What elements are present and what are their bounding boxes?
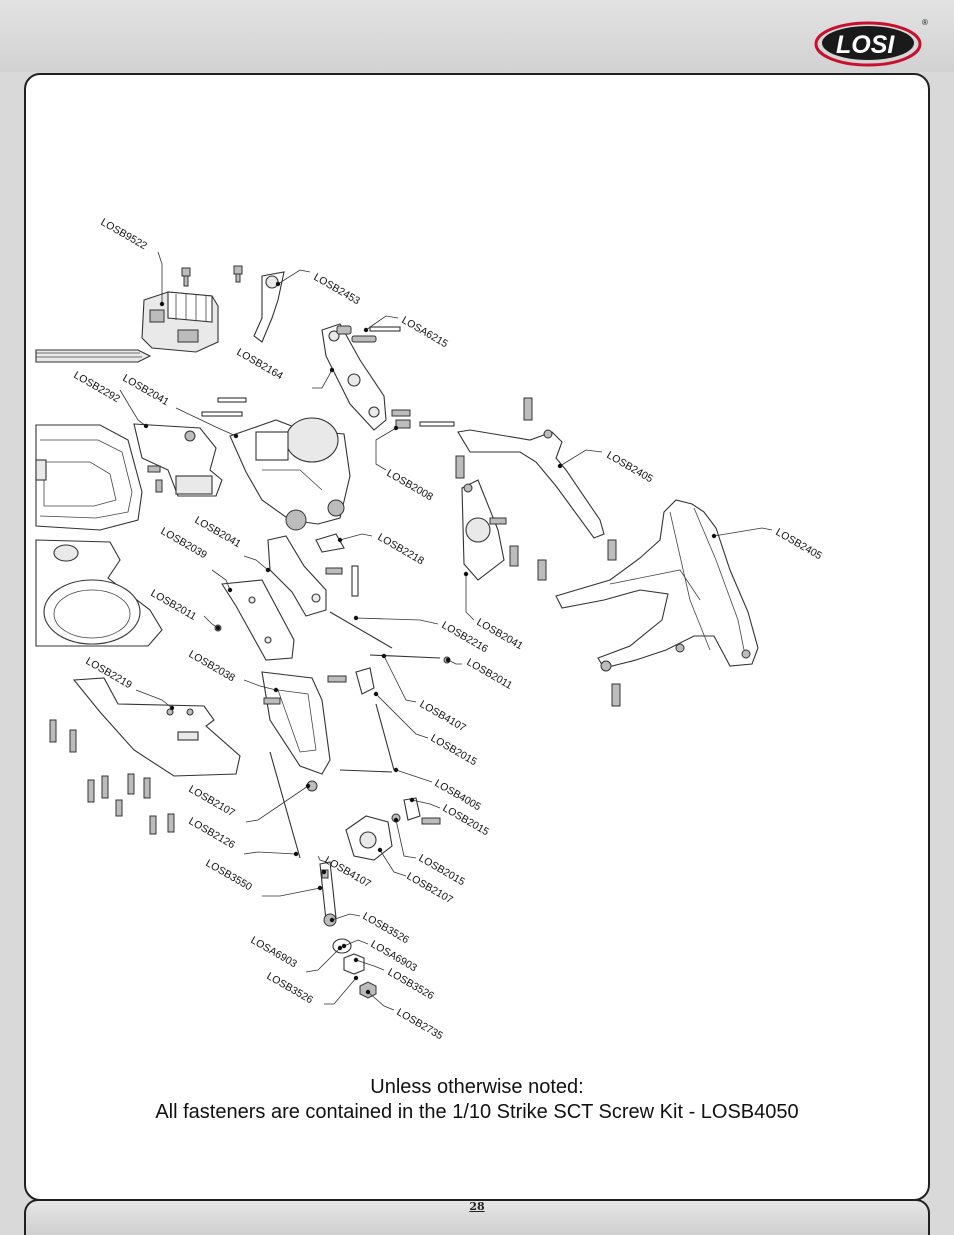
screw: [233, 265, 243, 283]
part-label: LOSB2453: [312, 271, 363, 307]
antenna-tube: [35, 349, 152, 363]
screw: [537, 559, 547, 581]
part-label: LOSB2107: [187, 783, 238, 819]
part-label: LOSB2164: [235, 346, 286, 382]
part-label: LOSB2011: [149, 587, 199, 623]
screw-long: [217, 397, 247, 403]
screw: [391, 409, 411, 417]
page-number: 28: [469, 1200, 485, 1213]
screw: [327, 675, 347, 683]
part-label: LOSB2405: [774, 526, 825, 562]
part-label: LOSA6903: [249, 934, 300, 970]
driveshaft: [269, 751, 301, 859]
camber-mount: [315, 533, 345, 553]
screw: [611, 683, 621, 707]
parts-artwork: [35, 265, 759, 999]
screw: [421, 817, 441, 825]
leader-lines: [119, 251, 773, 1011]
screw-long: [201, 411, 243, 417]
part-label: LOSB9522: [99, 216, 150, 252]
chassis-tub: [35, 424, 143, 531]
rear-hinge-plate: [72, 677, 241, 777]
screw: [127, 773, 135, 795]
screw: [523, 397, 533, 421]
screw: [509, 545, 519, 567]
turnbuckle: [339, 769, 393, 773]
note-line-1: Unless otherwise noted:: [370, 1076, 584, 1098]
wheel-hex: [343, 953, 365, 975]
part-label: LOSB2008: [385, 467, 436, 503]
part-label: LOSB3550: [204, 857, 255, 893]
part-label: LOSB3526: [265, 970, 316, 1006]
rod-end: [355, 667, 375, 695]
part-label: LOSA6215: [400, 314, 451, 350]
part-label: LOSB4107: [418, 698, 469, 734]
transmission-assembly: [229, 417, 351, 531]
part-label: LOSB2015: [429, 732, 480, 768]
diagram-sheet: [24, 73, 930, 1201]
screw: [49, 719, 57, 743]
pin: [351, 565, 359, 597]
screw: [143, 777, 151, 799]
screw: [167, 813, 175, 833]
servo-saver: [253, 271, 285, 343]
part-label: LOSB3526: [361, 910, 412, 946]
screw: [101, 775, 109, 799]
hinge-pin: [369, 654, 441, 659]
part-label: LOSB2015: [441, 802, 492, 838]
top-band: [0, 0, 954, 72]
screw-long: [369, 326, 401, 332]
registered-mark: ®: [922, 18, 928, 27]
screw: [69, 729, 77, 753]
part-label: LOSB2011: [465, 656, 515, 692]
bottom-band: [24, 1199, 930, 1235]
note-line-2: All fasteners are contained in the 1/10 …: [155, 1101, 799, 1123]
losi-logo: LOSI ®: [814, 18, 928, 67]
screw: [181, 267, 191, 287]
rear-bumper-upper: [457, 429, 605, 539]
skid-plate: [221, 579, 295, 661]
screw: [263, 697, 281, 705]
hinge-pin: [329, 611, 393, 649]
screw: [489, 517, 507, 525]
part-label: LOSB2218: [376, 531, 427, 567]
screw: [455, 455, 465, 479]
part-label: LOSB2039: [159, 525, 210, 561]
screw: [325, 567, 343, 575]
part-label: LOSB2735: [395, 1006, 446, 1042]
part-label: LOSB2405: [605, 449, 656, 485]
screw: [149, 815, 157, 835]
spacer: [336, 325, 352, 335]
spacer: [351, 335, 377, 343]
rear-bumper-lower: [555, 499, 759, 669]
part-label: LOSB2126: [187, 815, 238, 851]
part-label: LOSB2292: [72, 369, 123, 405]
logo-wordmark: LOSI: [836, 31, 895, 59]
spacer: [395, 419, 411, 429]
pin: [419, 421, 455, 427]
arm-mount: [267, 535, 327, 617]
part-label: LOSB2038: [187, 648, 238, 684]
screw: [87, 779, 95, 803]
screw: [115, 799, 123, 817]
turnbuckle: [375, 703, 395, 771]
receiver-box: [141, 291, 219, 353]
screw: [607, 539, 617, 561]
